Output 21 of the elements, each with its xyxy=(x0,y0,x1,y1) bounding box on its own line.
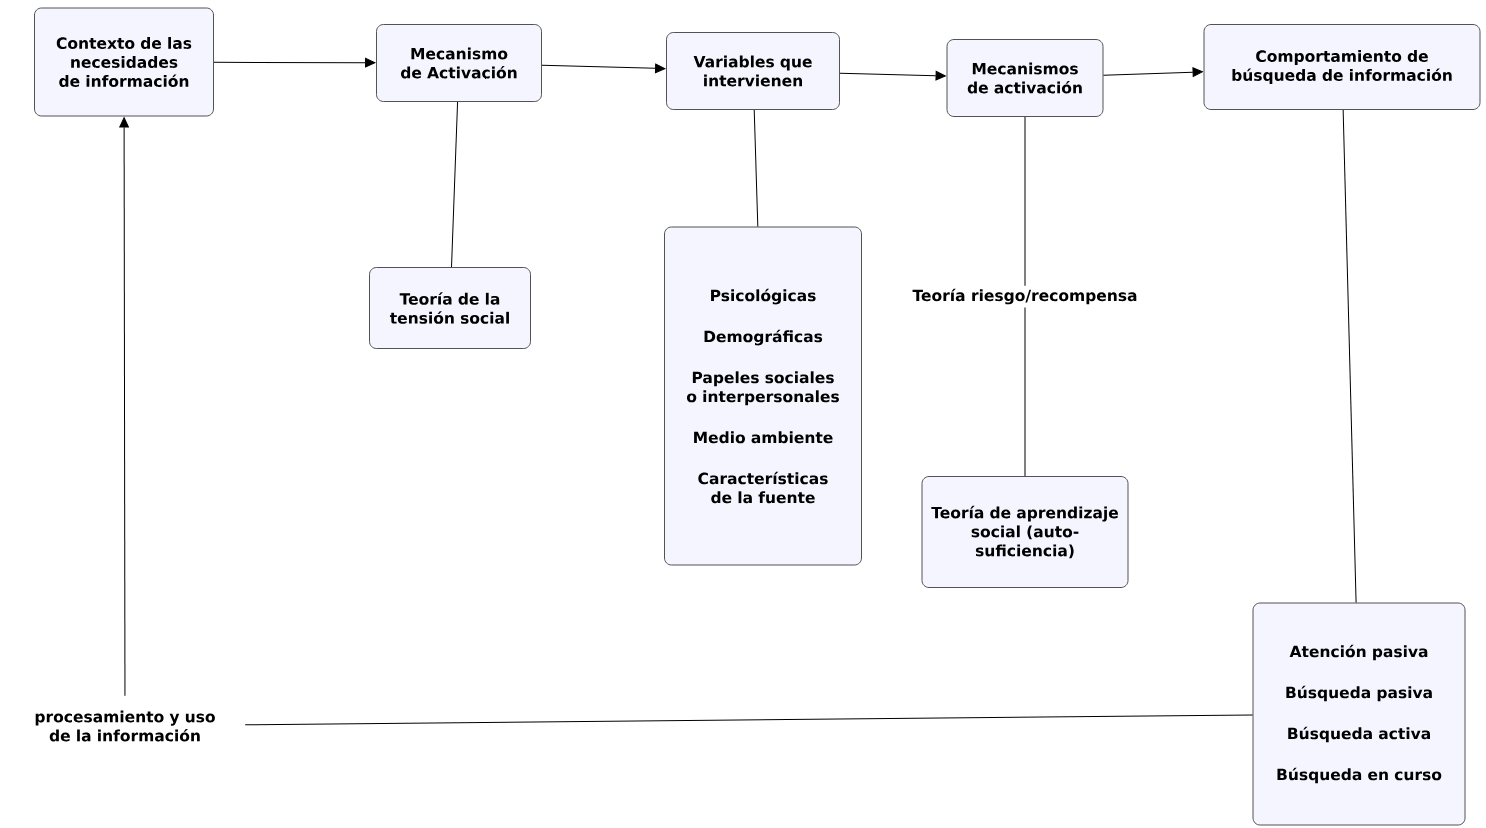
arrow xyxy=(839,70,946,81)
arrow xyxy=(213,57,376,68)
connector-line xyxy=(1024,116,1026,477)
concept-box: Mecanismos de activación xyxy=(946,39,1104,117)
concept-box: Variables que intervienen xyxy=(666,32,840,110)
connector-line xyxy=(753,109,759,228)
concept-text: procesamiento y uso de la información xyxy=(35,710,215,742)
arrow xyxy=(541,63,666,74)
connector-line xyxy=(451,101,459,268)
concept-box: Comportamiento de búsqueda de información xyxy=(1203,24,1481,110)
edge-label: Teoría riesgo/recompensa xyxy=(909,285,1141,308)
connector-line xyxy=(244,714,1254,726)
connector-line xyxy=(1342,109,1357,604)
concept-box: Teoría de aprendizaje social (auto-suficiencia) xyxy=(921,476,1129,588)
concept-box: Psicológicas Demográficas Papeles sociales o interpersonales Medio ambiente Características de la fuente xyxy=(664,226,862,566)
concept-box: Mecanismo de Activación xyxy=(376,24,542,102)
concept-box: Contexto de las necesidades de información xyxy=(34,7,214,117)
arrow xyxy=(119,117,129,697)
arrow xyxy=(1102,67,1203,77)
concept-box: Teoría de la tensión social xyxy=(369,267,531,349)
concept-box: Atención pasiva Búsqueda pasiva Búsqueda activa Búsqueda en curso xyxy=(1252,602,1466,826)
